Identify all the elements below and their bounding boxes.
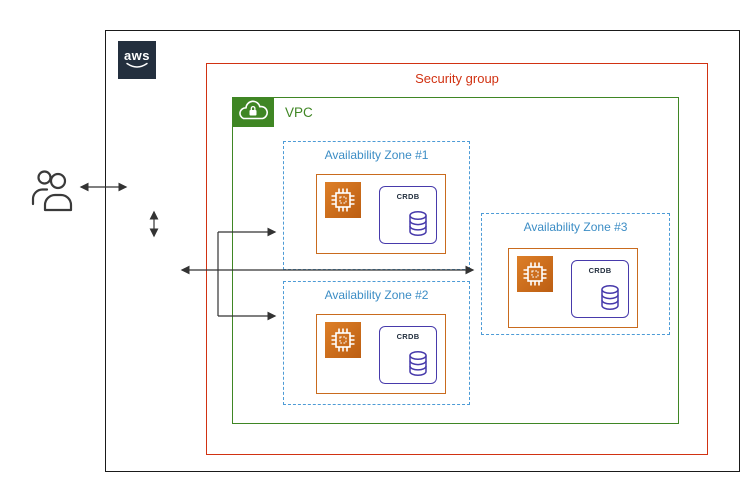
aws-cloud-boundary: aws Security group VPC A xyxy=(105,30,740,472)
security-group-label: Security group xyxy=(415,71,499,86)
crdb-node: CRDB xyxy=(571,260,629,318)
users-icon-glyph xyxy=(31,170,73,212)
users-icon xyxy=(30,166,76,216)
ec2-instance-icon xyxy=(325,182,361,218)
crdb-node: CRDB xyxy=(379,326,437,384)
crdb-label: CRDB xyxy=(396,332,420,341)
aws-logo: aws xyxy=(118,41,156,79)
availability-zone-1: Availability Zone #1 xyxy=(283,141,470,270)
availability-zone-3: Availability Zone #3 xyxy=(481,213,670,335)
vpc-boundary: VPC Availability Zone #1 xyxy=(232,97,679,424)
ec2-instance-icon xyxy=(325,322,361,358)
availability-zone-3-label: Availability Zone #3 xyxy=(523,220,628,234)
availability-zone-2-label: Availability Zone #2 xyxy=(324,288,429,302)
database-icon xyxy=(409,350,427,377)
crdb-label: CRDB xyxy=(396,192,420,201)
vpc-cloud-lock-glyph xyxy=(239,100,268,120)
ec2-instance-boundary: CRDB xyxy=(316,314,446,394)
availability-zone-2: Availability Zone #2 xyxy=(283,281,470,405)
vpc-label: VPC xyxy=(285,105,313,120)
aws-smile-icon xyxy=(126,62,148,68)
crdb-label: CRDB xyxy=(588,266,612,275)
ec2-instance-icon xyxy=(517,256,553,292)
security-group-boundary: Security group VPC Availability Zone #1 xyxy=(206,63,708,455)
crdb-node: CRDB xyxy=(379,186,437,244)
ec2-instance-boundary: CRDB xyxy=(508,248,638,328)
database-icon xyxy=(409,210,427,237)
database-icon xyxy=(601,284,619,311)
aws-logo-text: aws xyxy=(123,48,151,63)
vpc-icon xyxy=(232,97,274,127)
availability-zone-1-label: Availability Zone #1 xyxy=(324,148,429,162)
ec2-instance-boundary: CRDB xyxy=(316,174,446,254)
